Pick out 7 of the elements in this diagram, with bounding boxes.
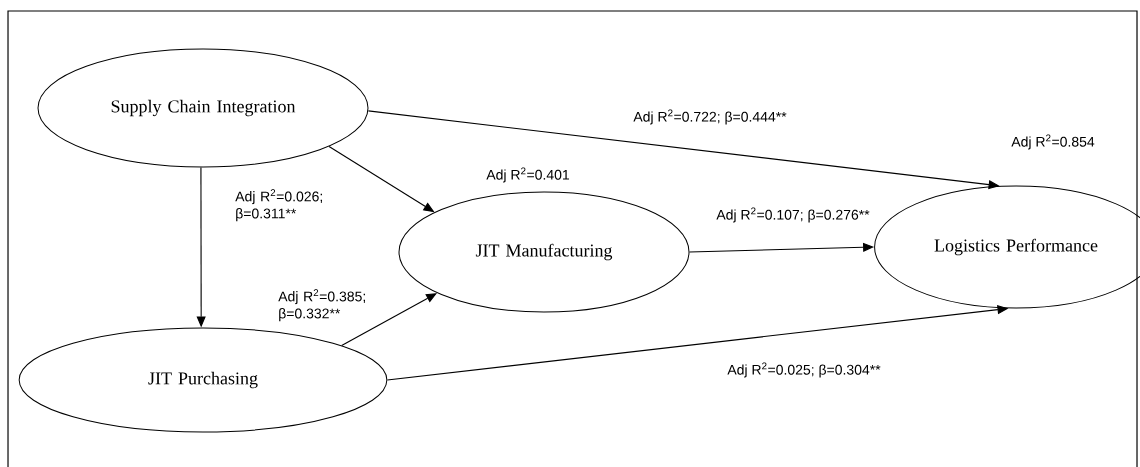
r-squared-label: Adj R$^{2}$=0.401 [486, 167, 569, 183]
path-coefficient-label: Adj R$^{2}$=0.025; β=0.304** [727, 362, 881, 378]
path-coefficient-label: Adj R$^{2}$=0.026; β=0.311** [235, 189, 322, 222]
path-coefficient-label: Adj R$^{2}$=0.385; β=0.332** [278, 289, 365, 322]
r-squared-label: Adj R$^{2}$=0.854 [1011, 134, 1095, 150]
path-coefficient-label: Adj R$^{2}$=0.107; β=0.276** [716, 207, 870, 223]
path-coefficient-label: Adj R$^{2}$=0.722; β=0.444** [633, 109, 787, 125]
